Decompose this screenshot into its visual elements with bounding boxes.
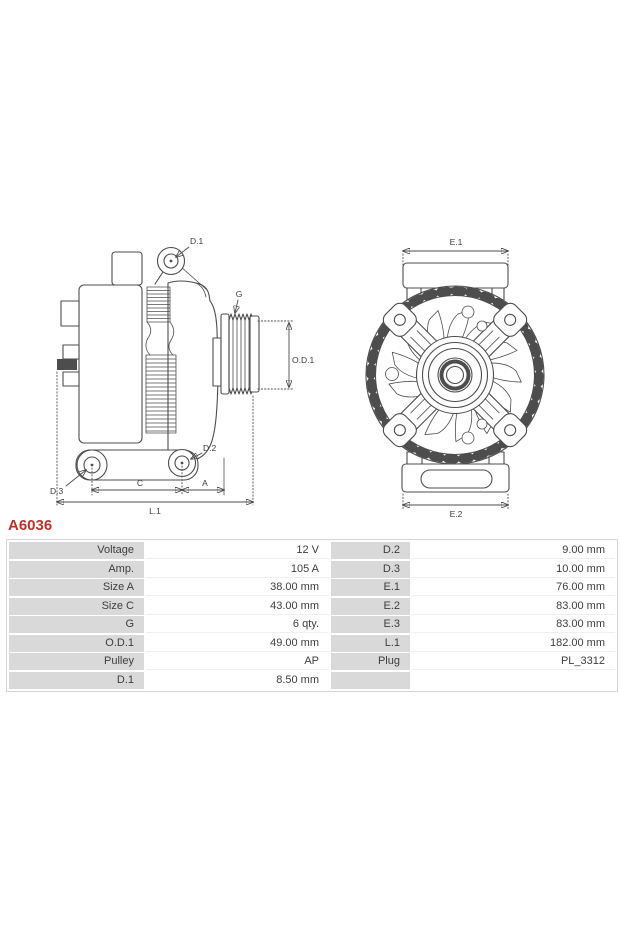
spec-value-cell: 83.00 mm [412, 616, 615, 633]
mounting-feet [75, 448, 199, 481]
top-mounting-lug [154, 246, 186, 285]
label-a: A [202, 478, 208, 488]
label-l1: L.1 [149, 506, 161, 516]
spec-label-cell: E.3 [331, 616, 410, 633]
table-row: Size A 38.00 mm E.1 76.00 mm [9, 579, 615, 596]
spec-label-cell [331, 671, 410, 689]
spec-value-cell: 10.00 mm [412, 560, 615, 578]
table-row: G 6 qty. E.3 83.00 mm [9, 616, 615, 633]
spec-label-cell: D.2 [331, 542, 410, 559]
spec-value-cell: 83.00 mm [412, 597, 615, 615]
spec-label-cell: Size A [9, 579, 144, 596]
label-d2: D.2 [203, 443, 217, 453]
label-od1: O.D.1 [292, 355, 314, 365]
spec-label-cell: Plug [331, 653, 410, 670]
spec-label-cell: O.D.1 [9, 634, 144, 652]
spec-label-cell: Voltage [9, 542, 144, 559]
label-e2: E.2 [450, 509, 463, 519]
spec-value-cell: 38.00 mm [146, 579, 329, 596]
spec-label-cell: E.1 [331, 579, 410, 596]
terminal-stud [57, 359, 77, 370]
spec-label-cell: Size C [9, 597, 144, 615]
spec-label-cell: D.3 [331, 560, 410, 578]
face-holes [385, 305, 488, 445]
spec-value-cell: 6 qty. [146, 616, 329, 633]
spec-value-cell: 12 V [146, 542, 329, 559]
spec-value-cell: 105 A [146, 560, 329, 578]
pulley [212, 313, 260, 395]
label-c: C [137, 478, 143, 488]
table-row: Amp. 105 A D.3 10.00 mm [9, 560, 615, 578]
label-g: G [236, 289, 243, 299]
front-view-drawing: E.1 E.2 [365, 237, 545, 519]
spec-value-cell: 182.00 mm [412, 634, 615, 652]
side-view-annotations: D.1 G O.D.1 D.2 D.3 C A [50, 236, 314, 516]
label-e1: E.1 [450, 237, 463, 247]
spec-table: Voltage 12 V D.2 9.00 mm Amp. 105 A D.3 … [6, 539, 618, 692]
spec-value-cell: 8.50 mm [146, 671, 329, 689]
spec-value-cell: AP [146, 653, 329, 670]
spec-label-cell: G [9, 616, 144, 633]
spec-value-cell: 76.00 mm [412, 579, 615, 596]
spec-value-cell: 9.00 mm [412, 542, 615, 559]
spec-value-cell: 49.00 mm [146, 634, 329, 652]
table-row: Pulley AP Plug PL_3312 [9, 653, 615, 670]
spec-label-cell: L.1 [331, 634, 410, 652]
front-view-annotations: E.1 E.2 [403, 237, 508, 519]
spec-value-cell [412, 671, 615, 689]
rear-housing [57, 251, 143, 444]
table-row: Voltage 12 V D.2 9.00 mm [9, 542, 615, 559]
spec-label-cell: Amp. [9, 560, 144, 578]
label-d1: D.1 [190, 236, 204, 246]
table-row: D.1 8.50 mm [9, 671, 615, 689]
spec-label-cell: Pulley [9, 653, 144, 670]
table-row: O.D.1 49.00 mm L.1 182.00 mm [9, 634, 615, 652]
spec-block: A6036 Voltage 12 V D.2 9.00 mm Amp. 105 … [6, 518, 618, 692]
spec-label-cell: D.1 [9, 671, 144, 689]
part-code: A6036 [8, 517, 53, 534]
stator-ribs [145, 286, 177, 434]
alternator-technical-drawing: D.1 G O.D.1 D.2 D.3 C A [50, 236, 545, 519]
spec-value-cell: PL_3312 [412, 653, 615, 670]
side-view-drawing: D.1 G O.D.1 D.2 D.3 C A [50, 236, 314, 516]
spec-label-cell: E.2 [331, 597, 410, 615]
spec-value-cell: 43.00 mm [146, 597, 329, 615]
shaft-hub [415, 335, 495, 415]
table-row: Size C 43.00 mm E.2 83.00 mm [9, 597, 615, 615]
